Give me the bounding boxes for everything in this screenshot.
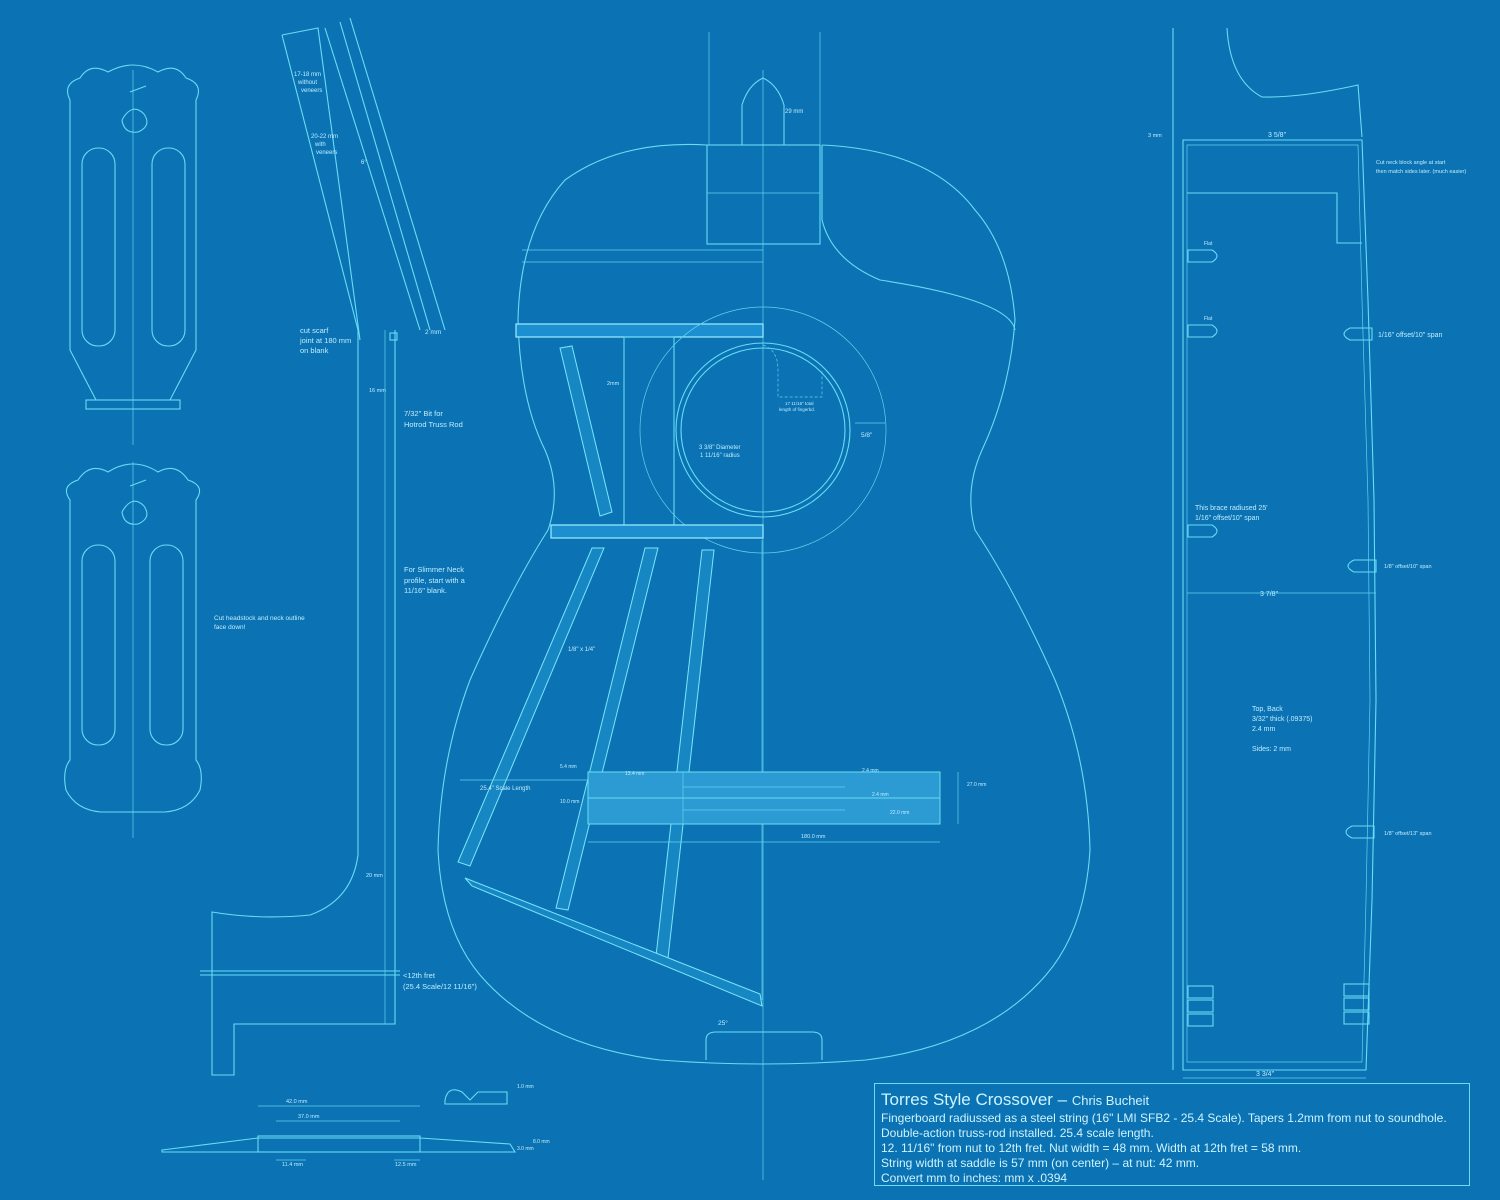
scarf-label: cut scarf: [300, 326, 329, 335]
side-label: Top, Back: [1252, 706, 1283, 713]
title-dash: –: [1052, 1090, 1072, 1109]
nut-detail: [161, 1089, 516, 1161]
bridge-dim: 180.0 mm: [801, 834, 826, 840]
side-label: 3/32" thick (.09375): [1252, 716, 1312, 723]
neck-label: 20-22 mm: [311, 134, 338, 140]
bridge-dim: 27.0 mm: [967, 782, 986, 788]
note-line: String width at saddle is 57 mm (on cent…: [881, 1156, 1200, 1170]
title-author: Chris Bucheit: [1071, 1093, 1150, 1108]
side-label: 1/16" offset/10" span: [1195, 515, 1259, 522]
body-label: 2mm: [607, 381, 620, 387]
truss-label: 7/32" Bit for: [404, 409, 443, 418]
neck-label: without: [297, 80, 317, 86]
body-label: length of fingerbd.: [779, 407, 815, 412]
side-label: 1/8" offset/13" span: [1384, 831, 1432, 837]
side-label: Cut neck block angle at start: [1376, 160, 1446, 166]
side-label: 1/8" offset/10" span: [1384, 564, 1432, 570]
nut-dim: 12.5 mm: [395, 1162, 417, 1168]
note-line: Double-action truss-rod installed. 25.4 …: [881, 1126, 1154, 1140]
two-mm-label: 2 mm: [425, 329, 441, 336]
fret-label: (25.4 Scale/12 11/16"): [403, 982, 477, 991]
neck-label: veneers: [301, 88, 322, 94]
neck-profile: [200, 17, 446, 1076]
nut-dim: 42.0 mm: [286, 1099, 308, 1105]
title-line: Torres Style Crossover – Chris Bucheit: [881, 1090, 1463, 1111]
soundhole-label: 1 11/16" radius: [700, 453, 740, 459]
neck-label: 17-18 mm: [294, 72, 321, 78]
fret-label: <12th fret: [403, 971, 436, 980]
slimmer-label: 11/16" blank.: [404, 586, 447, 595]
nut-dim: 1.0 mm: [517, 1084, 534, 1090]
body-label: 29 mm: [785, 109, 803, 115]
scarf-label: joint at 180 mm: [299, 336, 351, 345]
neck-label: with: [314, 142, 326, 148]
slimmer-label: profile, start with a: [404, 576, 466, 585]
nut-dim: 11.4 mm: [282, 1162, 303, 1168]
note-line: 12. 11/16" from nut to 12th fret. Nut wi…: [881, 1141, 1302, 1155]
title-main: Torres Style Crossover: [881, 1090, 1053, 1109]
nut-dim: 37.0 mm: [298, 1114, 320, 1120]
side-label: Flat: [1204, 316, 1213, 322]
bridge-dim: 5.4 mm: [560, 764, 577, 770]
note-line: Convert mm to inches: mm x .0394: [881, 1171, 1068, 1185]
side-label: 1/16" offset/10" span: [1378, 332, 1442, 339]
side-label: 3 5/8": [1268, 132, 1287, 139]
headstock-top: [67, 64, 199, 445]
scarf-label: on blank: [300, 346, 329, 355]
nut-dim: 8.0 mm: [533, 1139, 550, 1145]
side-label: 2.4 mm: [1252, 726, 1276, 733]
side-label: 3 7/8": [1260, 591, 1279, 598]
side-profile: [1172, 27, 1377, 1079]
headstock-note-2: face down!: [214, 624, 246, 631]
logo-icon: [121, 479, 148, 525]
body-label: 5/8": [861, 432, 873, 439]
side-label: Flat: [1204, 241, 1213, 247]
truss-label: Hotrod Truss Rod: [404, 420, 463, 429]
side-label: 3 3/4": [1256, 1071, 1275, 1078]
bridge-dim: 2.4 mm: [862, 768, 879, 774]
side-label: Sides: 2 mm: [1252, 746, 1291, 753]
guitar-body: [437, 32, 1091, 1180]
neck-angle-label: 6°: [361, 160, 367, 166]
title-block: Torres Style Crossover – Chris Bucheit F…: [874, 1083, 1470, 1186]
note-line: Fingerboard radiussed as a steel string …: [881, 1111, 1447, 1125]
soundhole-label: 3 3/8" Diameter: [699, 445, 740, 451]
side-label: 3 mm: [1148, 133, 1162, 139]
bridge-dim: 2.4 mm: [872, 792, 889, 798]
bridge-dim: 10.0 mm: [560, 799, 579, 805]
nut-dim: 3.0 mm: [517, 1146, 534, 1152]
bridge-dim: 22.0 mm: [890, 810, 909, 816]
side-label: This brace radiused 25': [1195, 505, 1268, 512]
sixteen-mm-label: 16 mm: [369, 388, 386, 394]
bridge-dim: 13.4 mm: [625, 771, 644, 777]
body-label: 1/8" x 1/4": [568, 647, 595, 653]
logo-icon: [121, 85, 148, 133]
body-label: 17 11/16" total: [785, 401, 814, 406]
slimmer-label: For Slimmer Neck: [404, 565, 464, 574]
neck-label: veneers: [316, 150, 337, 156]
body-label: 25.4" Scale Length: [480, 786, 531, 792]
body-label: 25°: [718, 1019, 728, 1027]
side-label: then match sides later. (much easier): [1376, 169, 1466, 175]
headstock-bottom: [64, 462, 202, 838]
headstock-note: Cut headstock and neck outline: [214, 615, 305, 622]
twenty-mm-label: 20 mm: [366, 873, 383, 879]
